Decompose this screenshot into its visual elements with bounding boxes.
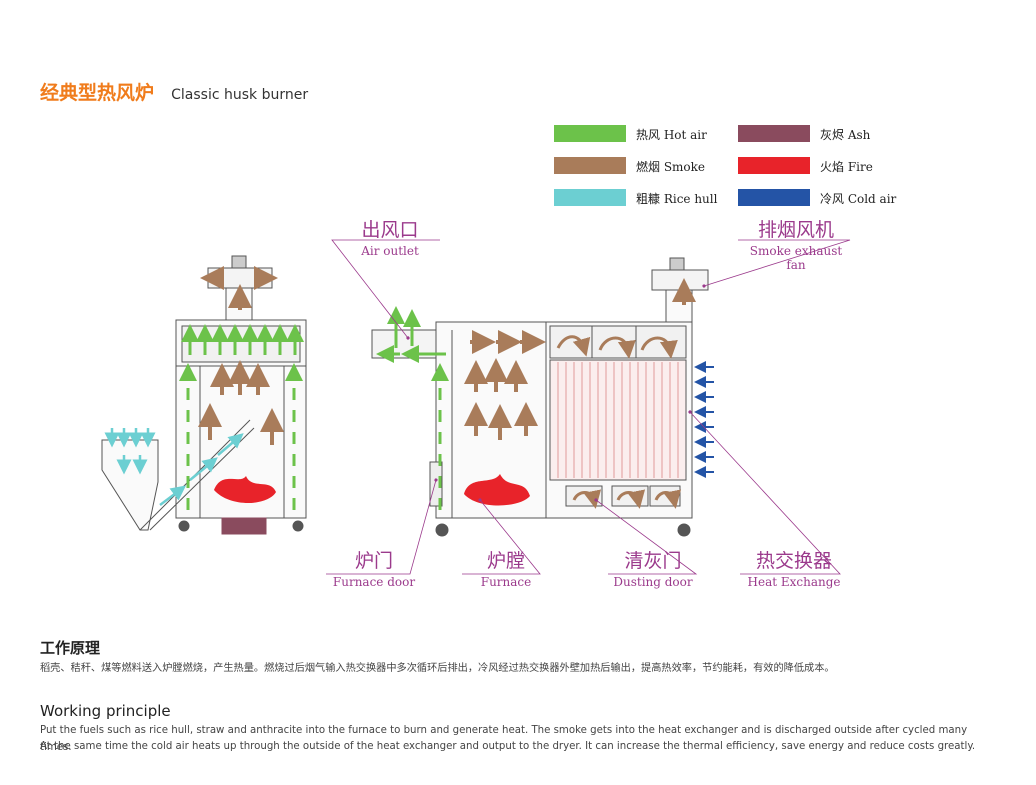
legend-label-cold-air: 冷风 Cold air (820, 192, 897, 206)
legend-swatch-hot-air (554, 125, 626, 142)
front-view-flows (376, 278, 714, 510)
callout-furnace: 炉膛 Furnace (480, 550, 532, 589)
callout-smoke-exhaust-fan: 排烟风机 Smoke exhaust fan (749, 219, 843, 272)
legend-swatch-smoke (554, 157, 626, 174)
side-view-flows (104, 266, 304, 510)
principle-title-en: Working principle (40, 702, 171, 720)
principle-text-cn: 稻壳、秸秆、煤等燃料送入炉膛燃烧，产生热量。燃烧过后烟气输入热交换器中多次循环后… (40, 663, 835, 674)
legend-swatch-cold-air (738, 189, 810, 206)
callout-leaders (326, 239, 851, 575)
front-view (371, 257, 709, 537)
legend-label-rice-hull: 粗糠 Rice hull (636, 192, 718, 206)
heat-exchanger-tubes (557, 362, 679, 478)
page-title: 经典型热风炉 Classic husk burner (40, 78, 308, 105)
legend-label-fire: 火焰 Fire (820, 160, 873, 174)
callout-dusting-door: 清灰门 Dusting door (613, 550, 693, 589)
legend-label-hot-air: 热风 Hot air (636, 128, 707, 142)
principle-text-en-1: Put the fuels such as rice hull, straw a… (40, 725, 968, 753)
burner-diagram (101, 239, 851, 575)
principle-title-cn: 工作原理 (40, 639, 101, 657)
legend-swatch-fire (738, 157, 810, 174)
title-cn: 经典型热风炉 (40, 82, 155, 104)
legend-swatch-ash (738, 125, 810, 142)
principle-text-en-2: At the same time the cold air heats up t… (40, 741, 976, 752)
callout-air-outlet: 出风口 Air outlet (361, 219, 419, 258)
title-en: Classic husk burner (171, 87, 309, 103)
legend-label-ash: 灰烬 Ash (820, 128, 871, 142)
callout-heat-exchange: 热交换器 Heat Exchange (747, 550, 841, 589)
callout-furnace-door: 炉门 Furnace door (332, 550, 416, 589)
legend-label-smoke: 燃烟 Smoke (636, 160, 706, 174)
legend-swatch-rice-hull (554, 189, 626, 206)
side-view (101, 255, 307, 535)
